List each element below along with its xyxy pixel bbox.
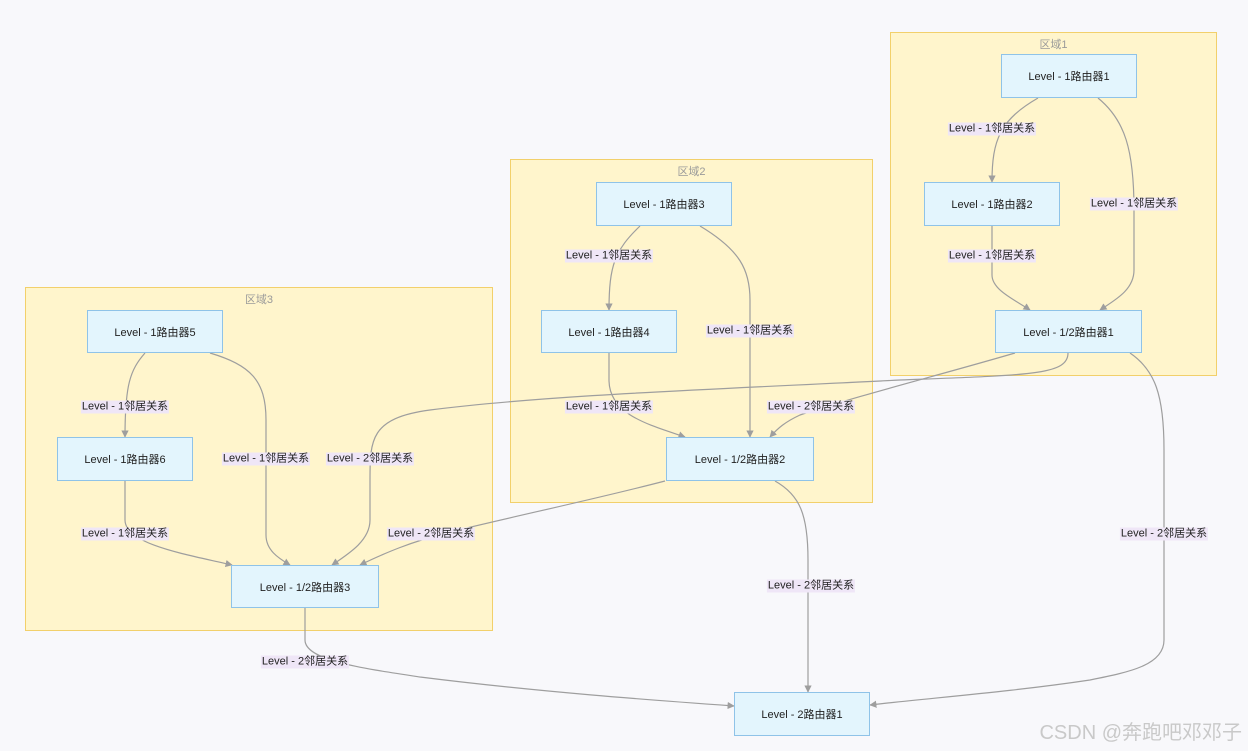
node-level2-router-1[interactable]: Level - 2路由器1 <box>734 692 870 736</box>
edge-r3-r4 <box>605 225 641 311</box>
edge-label-r5-r6: Level - 1邻居关系 <box>80 400 170 414</box>
node-level1-router-6[interactable]: Level - 1路由器6 <box>57 437 193 481</box>
edge-label-r1-r2: Level - 1邻居关系 <box>947 122 1037 136</box>
node-level12-router-2[interactable]: Level - 1/2路由器2 <box>666 437 814 481</box>
edge-m1-m3 <box>331 352 1069 566</box>
edge-r5-r6 <box>121 352 146 438</box>
edge-label-r2-m1: Level - 1邻居关系 <box>947 249 1037 263</box>
edge-r2-m1 <box>991 226 1031 311</box>
edge-label-r6-m3: Level - 1邻居关系 <box>80 527 170 541</box>
area-2-title: 区域2 <box>677 166 706 178</box>
edge-r1-r2 <box>988 97 1039 183</box>
edge-r4-m2 <box>608 353 686 439</box>
edge-label-r5-m3: Level - 1邻居关系 <box>221 452 311 466</box>
node-level1-router-4[interactable]: Level - 1路由器4 <box>541 310 677 353</box>
edge-r3-m2 <box>699 225 754 438</box>
edge-label-m3-l2: Level - 2邻居关系 <box>260 655 350 669</box>
edge-label-m1-m3: Level - 2邻居关系 <box>325 452 415 466</box>
edge-m2-l2 <box>774 480 812 693</box>
edge-r6-m3 <box>124 481 233 568</box>
node-level12-router-1[interactable]: Level - 1/2路由器1 <box>995 310 1142 353</box>
edge-label-m1-m2: Level - 2邻居关系 <box>766 400 856 414</box>
node-level12-router-3[interactable]: Level - 1/2路由器3 <box>231 565 379 608</box>
edge-label-m2-m3: Level - 2邻居关系 <box>386 527 476 541</box>
edge-label-m2-l2: Level - 2邻居关系 <box>766 579 856 593</box>
watermark: CSDN @奔跑吧邓邓子 <box>1039 722 1242 744</box>
node-level1-router-5[interactable]: Level - 1路由器5 <box>87 310 223 353</box>
edge-label-r1-m1: Level - 1邻居关系 <box>1089 197 1179 211</box>
edge-m3-l2 <box>304 608 735 710</box>
edge-label-m1-l2: Level - 2邻居关系 <box>1119 527 1209 541</box>
edge-label-r4-m2: Level - 1邻居关系 <box>564 400 654 414</box>
area-3-title: 区域3 <box>244 294 274 306</box>
edge-label-r3-m2: Level - 1邻居关系 <box>705 324 795 338</box>
edge-m2-m3 <box>359 480 666 566</box>
node-level1-router-2[interactable]: Level - 1路由器2 <box>924 182 1060 226</box>
edge-r5-m3 <box>209 352 291 566</box>
edge-label-r3-r4: Level - 1邻居关系 <box>564 249 654 263</box>
edge-m1-l2 <box>869 352 1165 708</box>
node-level1-router-3[interactable]: Level - 1路由器3 <box>596 182 732 226</box>
area-1-title: 区域1 <box>1039 39 1068 51</box>
node-level1-router-1[interactable]: Level - 1路由器1 <box>1001 54 1137 98</box>
edge-m1-m2 <box>769 352 1016 438</box>
